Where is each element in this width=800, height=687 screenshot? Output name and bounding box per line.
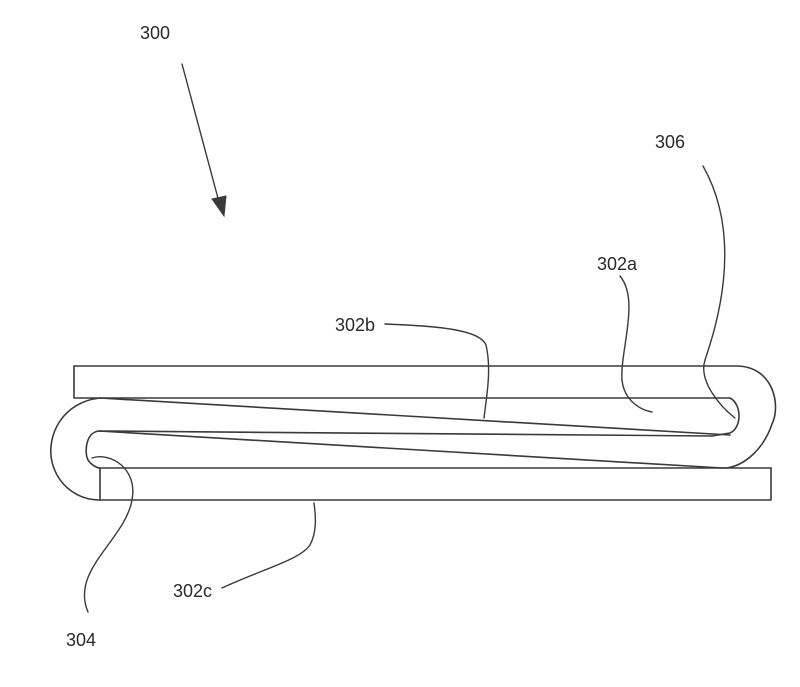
leader-302a	[619, 275, 653, 413]
label-302b: 302b	[335, 315, 375, 335]
leader-304	[83, 456, 134, 613]
leader-302c	[221, 502, 317, 589]
label-302a: 302a	[597, 254, 638, 274]
leader-306	[702, 165, 736, 419]
middle-layer-lower-edge	[98, 430, 723, 469]
middle-layer-302b	[85, 430, 713, 469]
label-302c: 302c	[173, 581, 212, 601]
middle-layer-upper-edge	[99, 397, 731, 436]
label-306: 306	[655, 132, 685, 152]
assembly-arrowhead	[211, 195, 227, 218]
leader-302b	[384, 323, 490, 419]
label-304: 304	[66, 630, 96, 650]
label-300: 300	[140, 23, 170, 43]
assembly-arrow-shaft	[181, 63, 220, 203]
middle-layer-outer	[50, 397, 101, 501]
top-plate	[73, 365, 731, 399]
right-fold-306	[711, 397, 740, 437]
